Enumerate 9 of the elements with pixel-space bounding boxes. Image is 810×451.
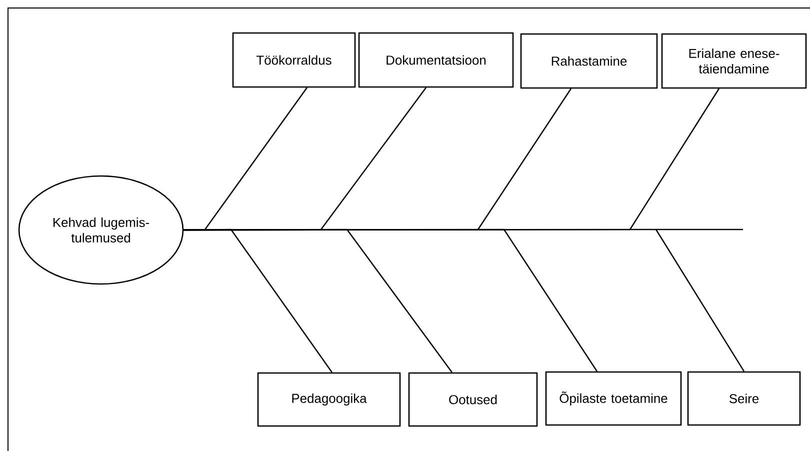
fishbone-line — [184, 228, 745, 372]
cause-box: Seire — [687, 371, 801, 426]
cause-box: Erialane enese-täiendamine — [661, 33, 807, 89]
cause-box: Õpilaste toetamine — [545, 371, 682, 426]
cause-box: Dokumentatsioon — [358, 32, 514, 88]
cause-box: Ootused — [408, 372, 538, 427]
cause-box: Rahastamine — [520, 33, 658, 89]
cause-box: Pedagoogika — [257, 372, 401, 427]
cause-box: Töökorraldus — [232, 32, 356, 88]
